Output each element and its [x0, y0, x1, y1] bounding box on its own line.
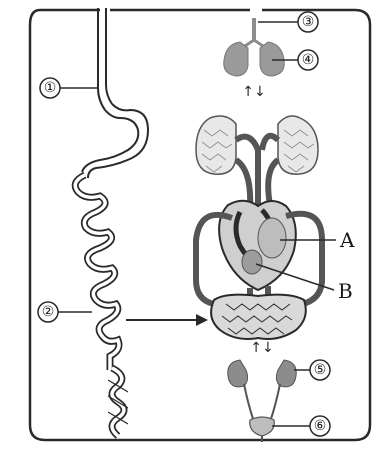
trachea-label-group: ③ [258, 12, 318, 32]
small-intestine-label-group: ② [38, 302, 92, 322]
gas-exchange-arrows: ↑↓ [242, 84, 265, 100]
esophagus-label: ① [44, 80, 57, 96]
pulmonary-vessels [236, 136, 278, 210]
bladder-label: ⑥ [314, 418, 327, 434]
trachea-label: ③ [302, 14, 315, 30]
heart [219, 201, 296, 290]
bladder-label-group: ⑥ [272, 416, 330, 436]
lungs-small [224, 18, 285, 76]
chamber-a-label: A [339, 228, 355, 252]
digestive-tract [75, 8, 148, 436]
absorption-arrow [126, 314, 208, 326]
esophagus-label-group: ① [40, 78, 98, 98]
kidney-label-group: ⑤ [294, 360, 330, 380]
kidney-label: ⑤ [314, 362, 327, 378]
small-intestine-label: ② [42, 304, 55, 320]
lungs-label: ④ [302, 52, 315, 68]
urinary-system [228, 360, 297, 442]
capillary-network [211, 295, 306, 339]
exchange-arrows-bottom: ↑↓ [250, 340, 273, 356]
chamber-b-label: B [338, 279, 353, 303]
